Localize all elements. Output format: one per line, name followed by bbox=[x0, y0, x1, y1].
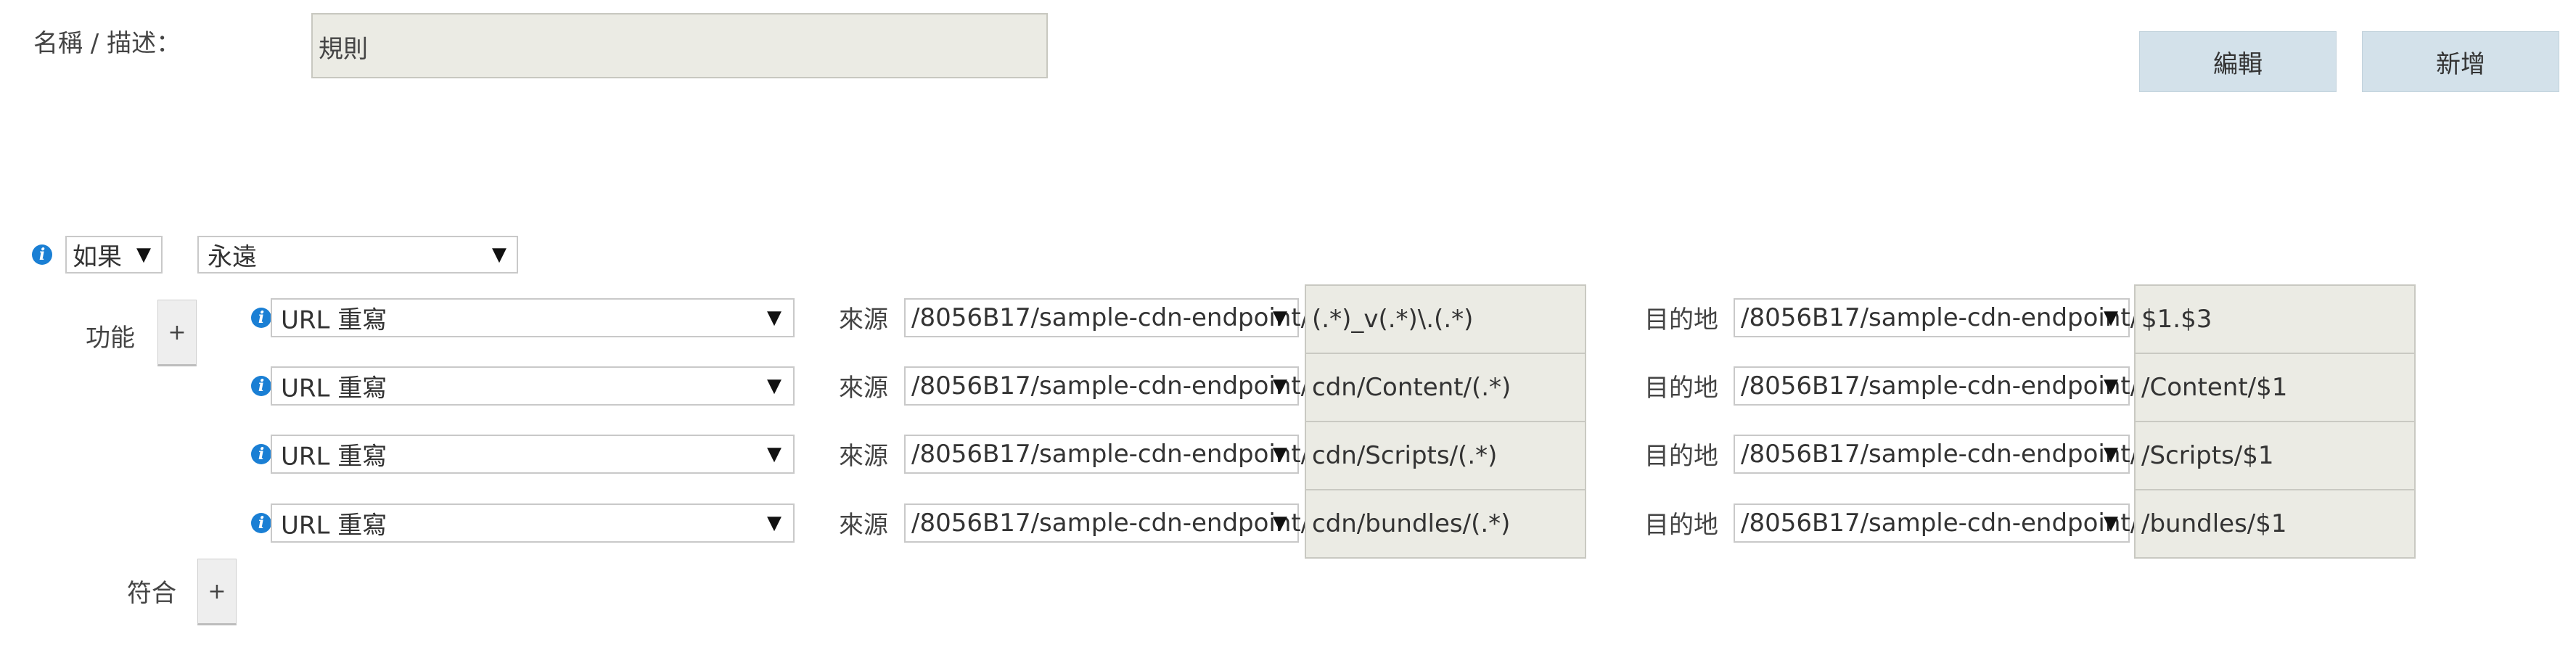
source-prefix-dropdown[interactable]: /8056B17/sample-cdn-endpoint/ ▼ bbox=[904, 366, 1309, 406]
chevron-down-icon: ▼ bbox=[767, 375, 782, 397]
destination-prefix-dropdown[interactable]: /8056B17/sample-cdn-endpoint/ ▼ bbox=[1734, 366, 2138, 406]
info-icon[interactable]: i bbox=[251, 376, 271, 396]
chevron-down-icon: ▼ bbox=[767, 512, 782, 534]
source-pattern-input[interactable]: (.*)_v(.*)\.(.*) bbox=[1305, 284, 1586, 354]
destination-prefix-dropdown[interactable]: /8056B17/sample-cdn-endpoint/ ▼ bbox=[1734, 503, 2138, 543]
chevron-down-icon: ▼ bbox=[136, 244, 151, 266]
chevron-down-icon: ▼ bbox=[767, 443, 782, 465]
source-label: 來源 bbox=[839, 374, 888, 403]
source-prefix-dropdown[interactable]: /8056B17/sample-cdn-endpoint/ ▼ bbox=[904, 298, 1309, 337]
destination-label: 目的地 bbox=[1644, 305, 1718, 334]
add-match-button[interactable]: + bbox=[197, 559, 237, 625]
action-dropdown[interactable]: URL 重寫 ▼ bbox=[271, 503, 795, 543]
match-condition-dropdown[interactable]: 永遠 ▼ bbox=[197, 236, 518, 274]
destination-label: 目的地 bbox=[1644, 374, 1718, 403]
source-label: 來源 bbox=[839, 442, 888, 471]
info-icon[interactable]: i bbox=[251, 513, 271, 533]
source-prefix-value: /8056B17/sample-cdn-endpoint/ bbox=[911, 303, 1310, 332]
source-pattern-input[interactable]: cdn/bundles/(.*) bbox=[1305, 489, 1586, 559]
action-value: URL 重寫 bbox=[281, 374, 387, 403]
source-prefix-value: /8056B17/sample-cdn-endpoint/ bbox=[911, 371, 1310, 400]
destination-prefix-dropdown[interactable]: /8056B17/sample-cdn-endpoint/ ▼ bbox=[1734, 298, 2138, 337]
destination-value-input[interactable]: /Scripts/$1 bbox=[2134, 421, 2416, 490]
chevron-down-icon: ▼ bbox=[2104, 512, 2118, 534]
destination-label: 目的地 bbox=[1644, 511, 1718, 540]
chevron-down-icon: ▼ bbox=[767, 307, 782, 329]
action-value: URL 重寫 bbox=[281, 305, 387, 335]
name-description-input[interactable]: 規則 bbox=[311, 13, 1048, 78]
source-pattern-input[interactable]: cdn/Scripts/(.*) bbox=[1305, 421, 1586, 490]
destination-value-input[interactable]: /bundles/$1 bbox=[2134, 489, 2416, 559]
chevron-down-icon: ▼ bbox=[1273, 375, 1287, 397]
add-button[interactable]: 新增 bbox=[2362, 31, 2559, 92]
chevron-down-icon: ▼ bbox=[2104, 375, 2118, 397]
name-description-label: 名稱 / 描述： bbox=[33, 29, 181, 58]
source-prefix-value: /8056B17/sample-cdn-endpoint/ bbox=[911, 440, 1310, 469]
chevron-down-icon: ▼ bbox=[1273, 307, 1287, 329]
destination-value-input[interactable]: /Content/$1 bbox=[2134, 353, 2416, 422]
chevron-down-icon: ▼ bbox=[1273, 512, 1287, 534]
chevron-down-icon: ▼ bbox=[492, 244, 506, 266]
info-icon[interactable]: i bbox=[251, 444, 271, 464]
info-icon[interactable]: i bbox=[251, 308, 271, 328]
info-icon[interactable]: i bbox=[32, 244, 52, 265]
edit-button[interactable]: 編輯 bbox=[2139, 31, 2337, 92]
destination-value-input[interactable]: $1.$3 bbox=[2134, 284, 2416, 354]
chevron-down-icon: ▼ bbox=[1273, 443, 1287, 465]
action-dropdown[interactable]: URL 重寫 ▼ bbox=[271, 435, 795, 474]
destination-prefix-value: /8056B17/sample-cdn-endpoint/ bbox=[1741, 509, 2139, 538]
source-label: 來源 bbox=[839, 305, 888, 334]
source-prefix-dropdown[interactable]: /8056B17/sample-cdn-endpoint/ ▼ bbox=[904, 503, 1309, 543]
if-dropdown-label: 如果 bbox=[73, 242, 122, 272]
action-dropdown[interactable]: URL 重寫 ▼ bbox=[271, 298, 795, 337]
source-label: 來源 bbox=[839, 511, 888, 540]
if-dropdown[interactable]: 如果 ▼ bbox=[65, 236, 163, 274]
destination-prefix-value: /8056B17/sample-cdn-endpoint/ bbox=[1741, 303, 2139, 332]
chevron-down-icon: ▼ bbox=[2104, 443, 2118, 465]
action-value: URL 重寫 bbox=[281, 511, 387, 540]
action-value: URL 重寫 bbox=[281, 442, 387, 472]
chevron-down-icon: ▼ bbox=[2104, 307, 2118, 329]
add-feature-button[interactable]: + bbox=[157, 300, 197, 366]
destination-prefix-value: /8056B17/sample-cdn-endpoint/ bbox=[1741, 371, 2139, 400]
destination-label: 目的地 bbox=[1644, 442, 1718, 471]
features-label: 功能 bbox=[86, 324, 135, 353]
source-prefix-dropdown[interactable]: /8056B17/sample-cdn-endpoint/ ▼ bbox=[904, 435, 1309, 474]
destination-prefix-dropdown[interactable]: /8056B17/sample-cdn-endpoint/ ▼ bbox=[1734, 435, 2138, 474]
plus-icon: + bbox=[168, 319, 186, 345]
match-condition-value: 永遠 bbox=[208, 242, 257, 272]
source-pattern-input[interactable]: cdn/Content/(.*) bbox=[1305, 353, 1586, 422]
action-dropdown[interactable]: URL 重寫 ▼ bbox=[271, 366, 795, 406]
destination-prefix-value: /8056B17/sample-cdn-endpoint/ bbox=[1741, 440, 2139, 469]
match-label: 符合 bbox=[127, 579, 176, 608]
source-prefix-value: /8056B17/sample-cdn-endpoint/ bbox=[911, 509, 1310, 538]
plus-icon: + bbox=[208, 578, 226, 604]
